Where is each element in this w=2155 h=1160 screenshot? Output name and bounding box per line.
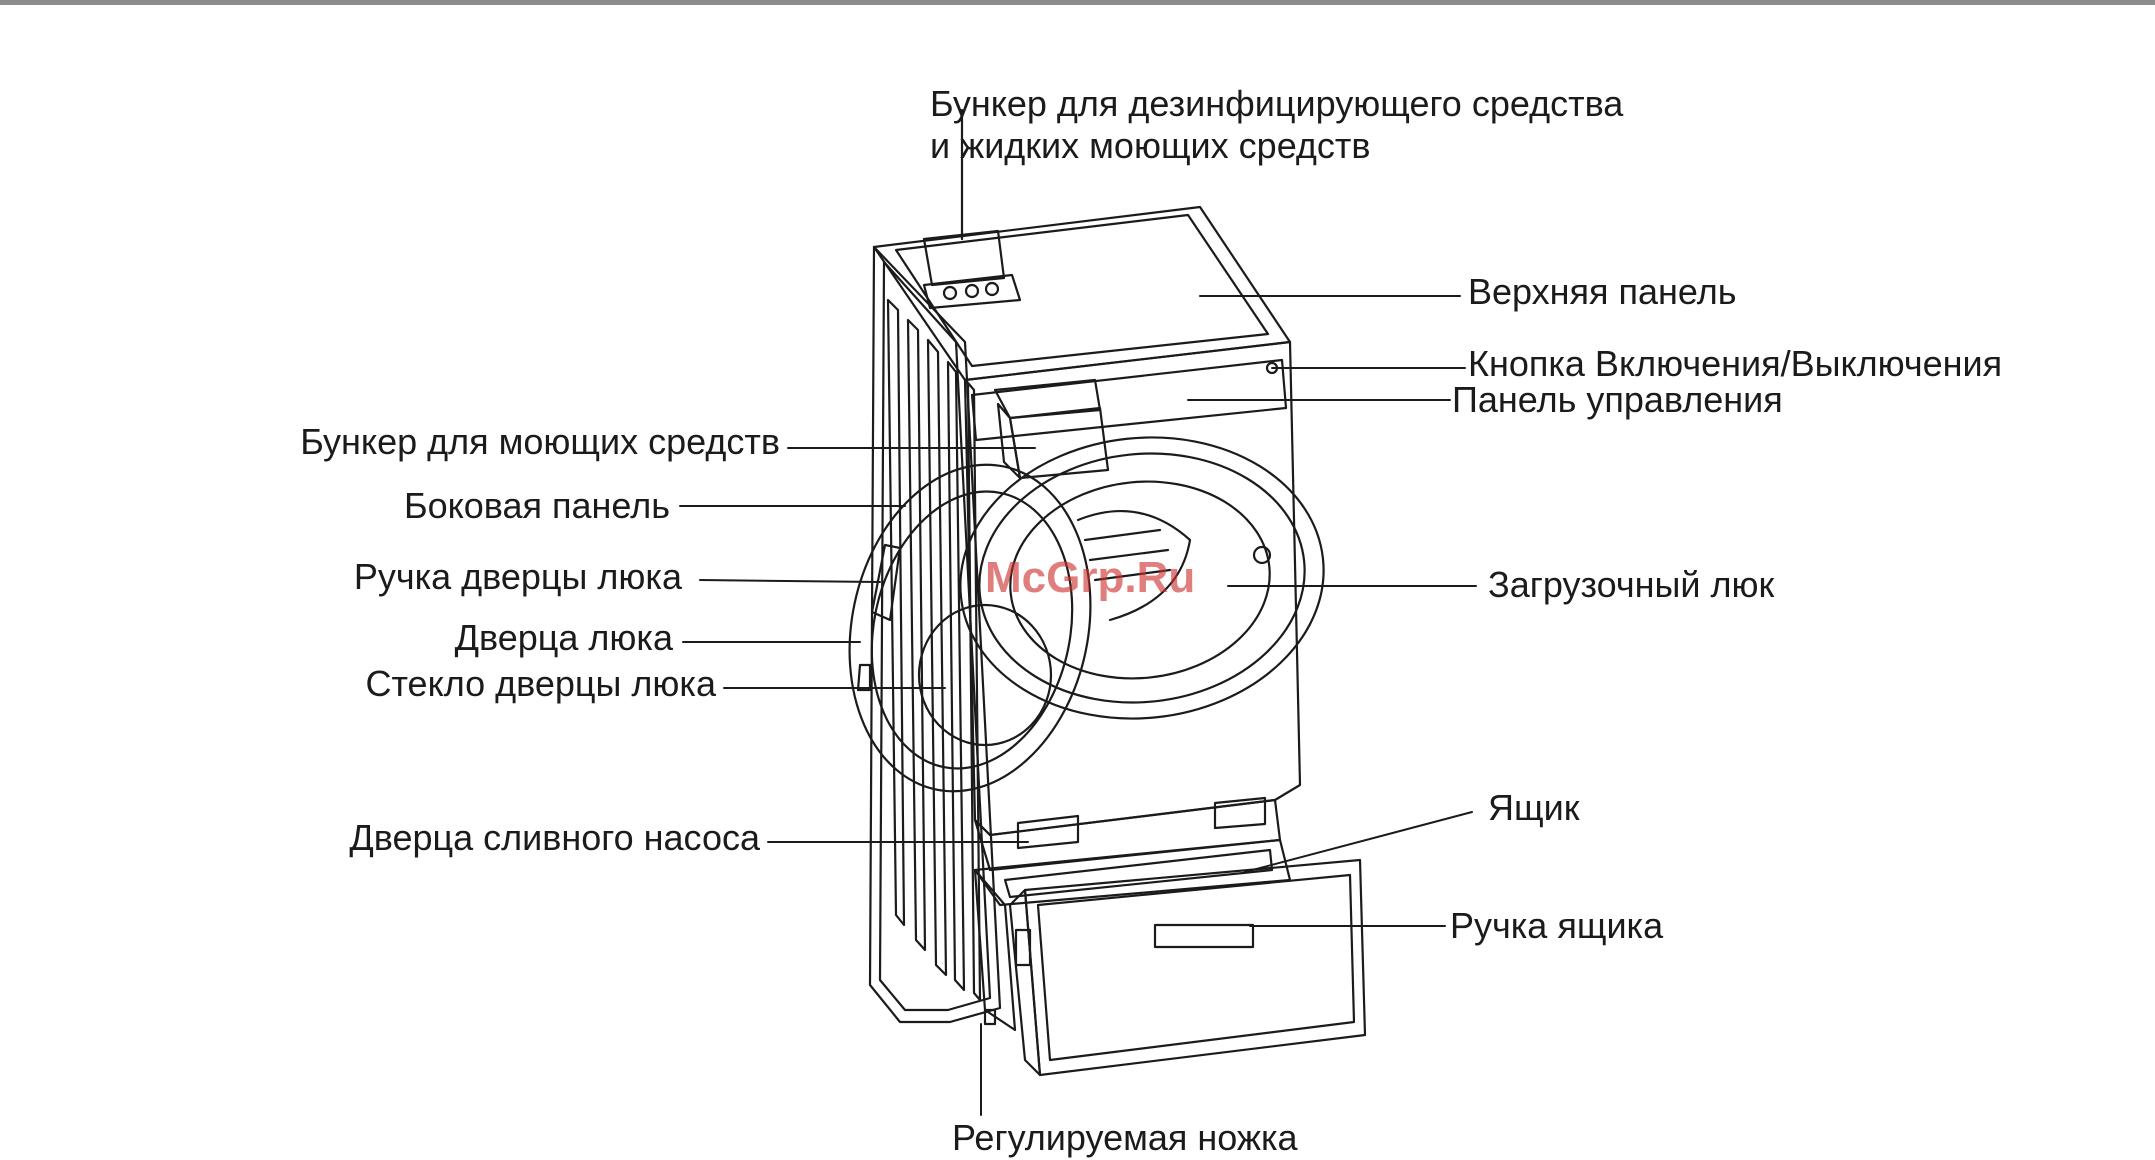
label-loading-door: Загрузочный люк <box>1488 563 1774 607</box>
cabinet-side <box>870 247 1000 1022</box>
label-side-panel: Боковая панель <box>360 484 670 528</box>
label-drain-pump-cover: Дверца сливного насоса <box>300 816 760 860</box>
top-panel-shape <box>874 207 1290 380</box>
label-top-panel: Верхняя панель <box>1468 270 1737 314</box>
label-control-panel: Панель управления <box>1452 378 1783 422</box>
watermark: McGrp.Ru <box>985 553 1195 603</box>
label-top-dispenser-line1: Бункер для дезинфицирующего средства <box>930 82 1623 126</box>
label-top-dispenser-line2: и жидких моющих средств <box>930 124 1371 168</box>
plinth-shape <box>975 798 1280 870</box>
pedestal-shape <box>975 840 1365 1075</box>
label-adjustable-foot: Регулируемая ножка <box>952 1116 1298 1160</box>
leader-lines <box>680 296 1476 1115</box>
label-drawer-handle: Ручка ящика <box>1450 904 1663 948</box>
label-door-glass: Стекло дверцы люка <box>340 662 716 706</box>
label-drawer: Ящик <box>1488 786 1579 830</box>
label-door: Дверца люка <box>400 616 673 660</box>
label-door-handle: Ручка дверцы люка <box>330 555 682 599</box>
label-detergent-dispenser: Бункер для моющих средств <box>280 420 780 464</box>
